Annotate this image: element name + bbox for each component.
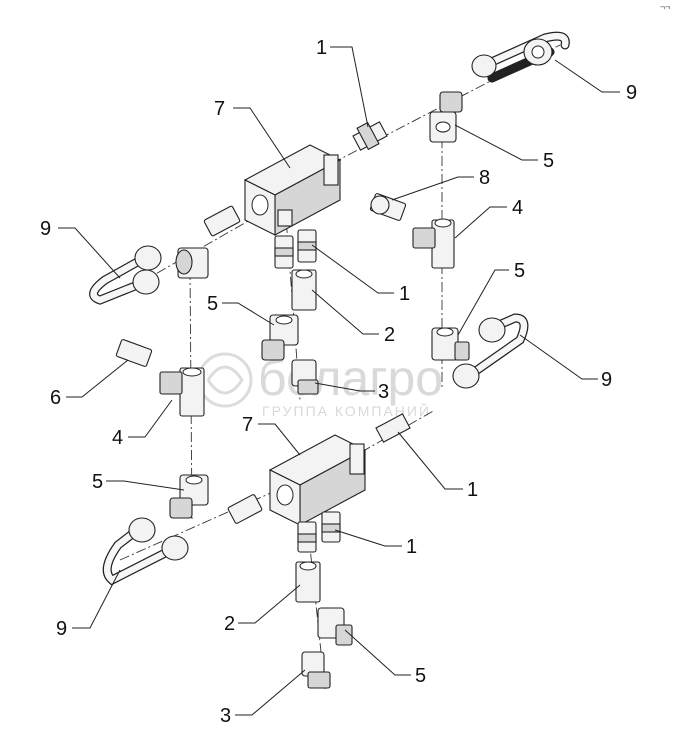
callout-5-bottom-left: 5 (92, 471, 103, 493)
elbow-fitting-right (431, 327, 470, 361)
callout-8: 8 (479, 167, 490, 189)
callout-1-middle: 1 (399, 283, 410, 305)
elbow-fitting-top (429, 91, 463, 143)
watermark-subtitle: ГРУППА КОМПАНИЙ (262, 402, 431, 419)
tee-block-bottom (268, 434, 367, 526)
nipple-fitting-8 (369, 193, 407, 221)
callout-3-bottom: 3 (220, 705, 231, 727)
callout-2-bottom: 2 (224, 613, 235, 635)
nipple-fitting-bottom-left (227, 494, 263, 524)
nipple-fitting-6 (115, 339, 153, 367)
watermark: белагро ГРУППА КОМПАНИЙ (197, 350, 443, 419)
elbow-fitting-left-middle (261, 314, 299, 361)
tee-fitting-left (159, 367, 205, 417)
nipple-fitting-left-top (203, 205, 241, 237)
callout-4-left: 4 (112, 427, 123, 449)
callout-1-bottom-right: 1 (467, 479, 478, 501)
union-fitting-top (352, 121, 388, 151)
callout-7-bottom: 7 (242, 414, 253, 436)
connector-2-bottom (295, 561, 321, 603)
callout-7-top: 7 (214, 98, 225, 120)
watermark-logo-text: белагро (258, 350, 443, 406)
callout-5-bottom-right: 5 (415, 665, 426, 687)
union-fitting-bottom (375, 413, 411, 443)
callout-9-bottom-left: 9 (56, 618, 67, 640)
callout-1-top: 1 (316, 37, 327, 59)
callout-2-top: 2 (384, 324, 395, 346)
callout-5-left: 5 (207, 293, 218, 315)
elbow-fitting-bottom-left (169, 474, 209, 519)
callout-labels: 1 9 7 5 8 9 4 1 5 5 2 9 6 3 4 7 1 5 1 2 … (40, 37, 637, 727)
callout-9-left-top: 9 (40, 218, 51, 240)
tee-fitting-right (412, 218, 455, 269)
corner-mark: ¬¬ (660, 2, 671, 12)
callout-5-right: 5 (514, 260, 525, 282)
callout-3-top: 3 (378, 381, 389, 403)
union-pair-under-top-block (274, 229, 317, 269)
union-pair-under-bottom-block (297, 511, 341, 553)
tube-bottom-left (102, 517, 189, 586)
connector-2-top (291, 269, 317, 311)
leader-lines (58, 46, 620, 716)
elbow-fitting-bottom-right (317, 607, 353, 646)
elbow-fitting-3-bottom (301, 651, 331, 689)
elbow-fitting-3-top (291, 359, 319, 395)
tube-left-top (89, 245, 162, 305)
watermark-leaf-icon (206, 365, 244, 395)
tube-top-right (471, 31, 570, 83)
callout-9-top-right: 9 (626, 82, 637, 104)
callout-5-top-right: 5 (543, 150, 554, 172)
callout-4-right: 4 (512, 197, 523, 219)
elbow-fitting-left-top (175, 247, 209, 279)
callout-1-bottom: 1 (406, 536, 417, 558)
tube-right-middle (452, 313, 529, 389)
tee-block-top (243, 144, 342, 236)
callout-9-right-middle: 9 (601, 369, 612, 391)
callout-6: 6 (50, 387, 61, 409)
